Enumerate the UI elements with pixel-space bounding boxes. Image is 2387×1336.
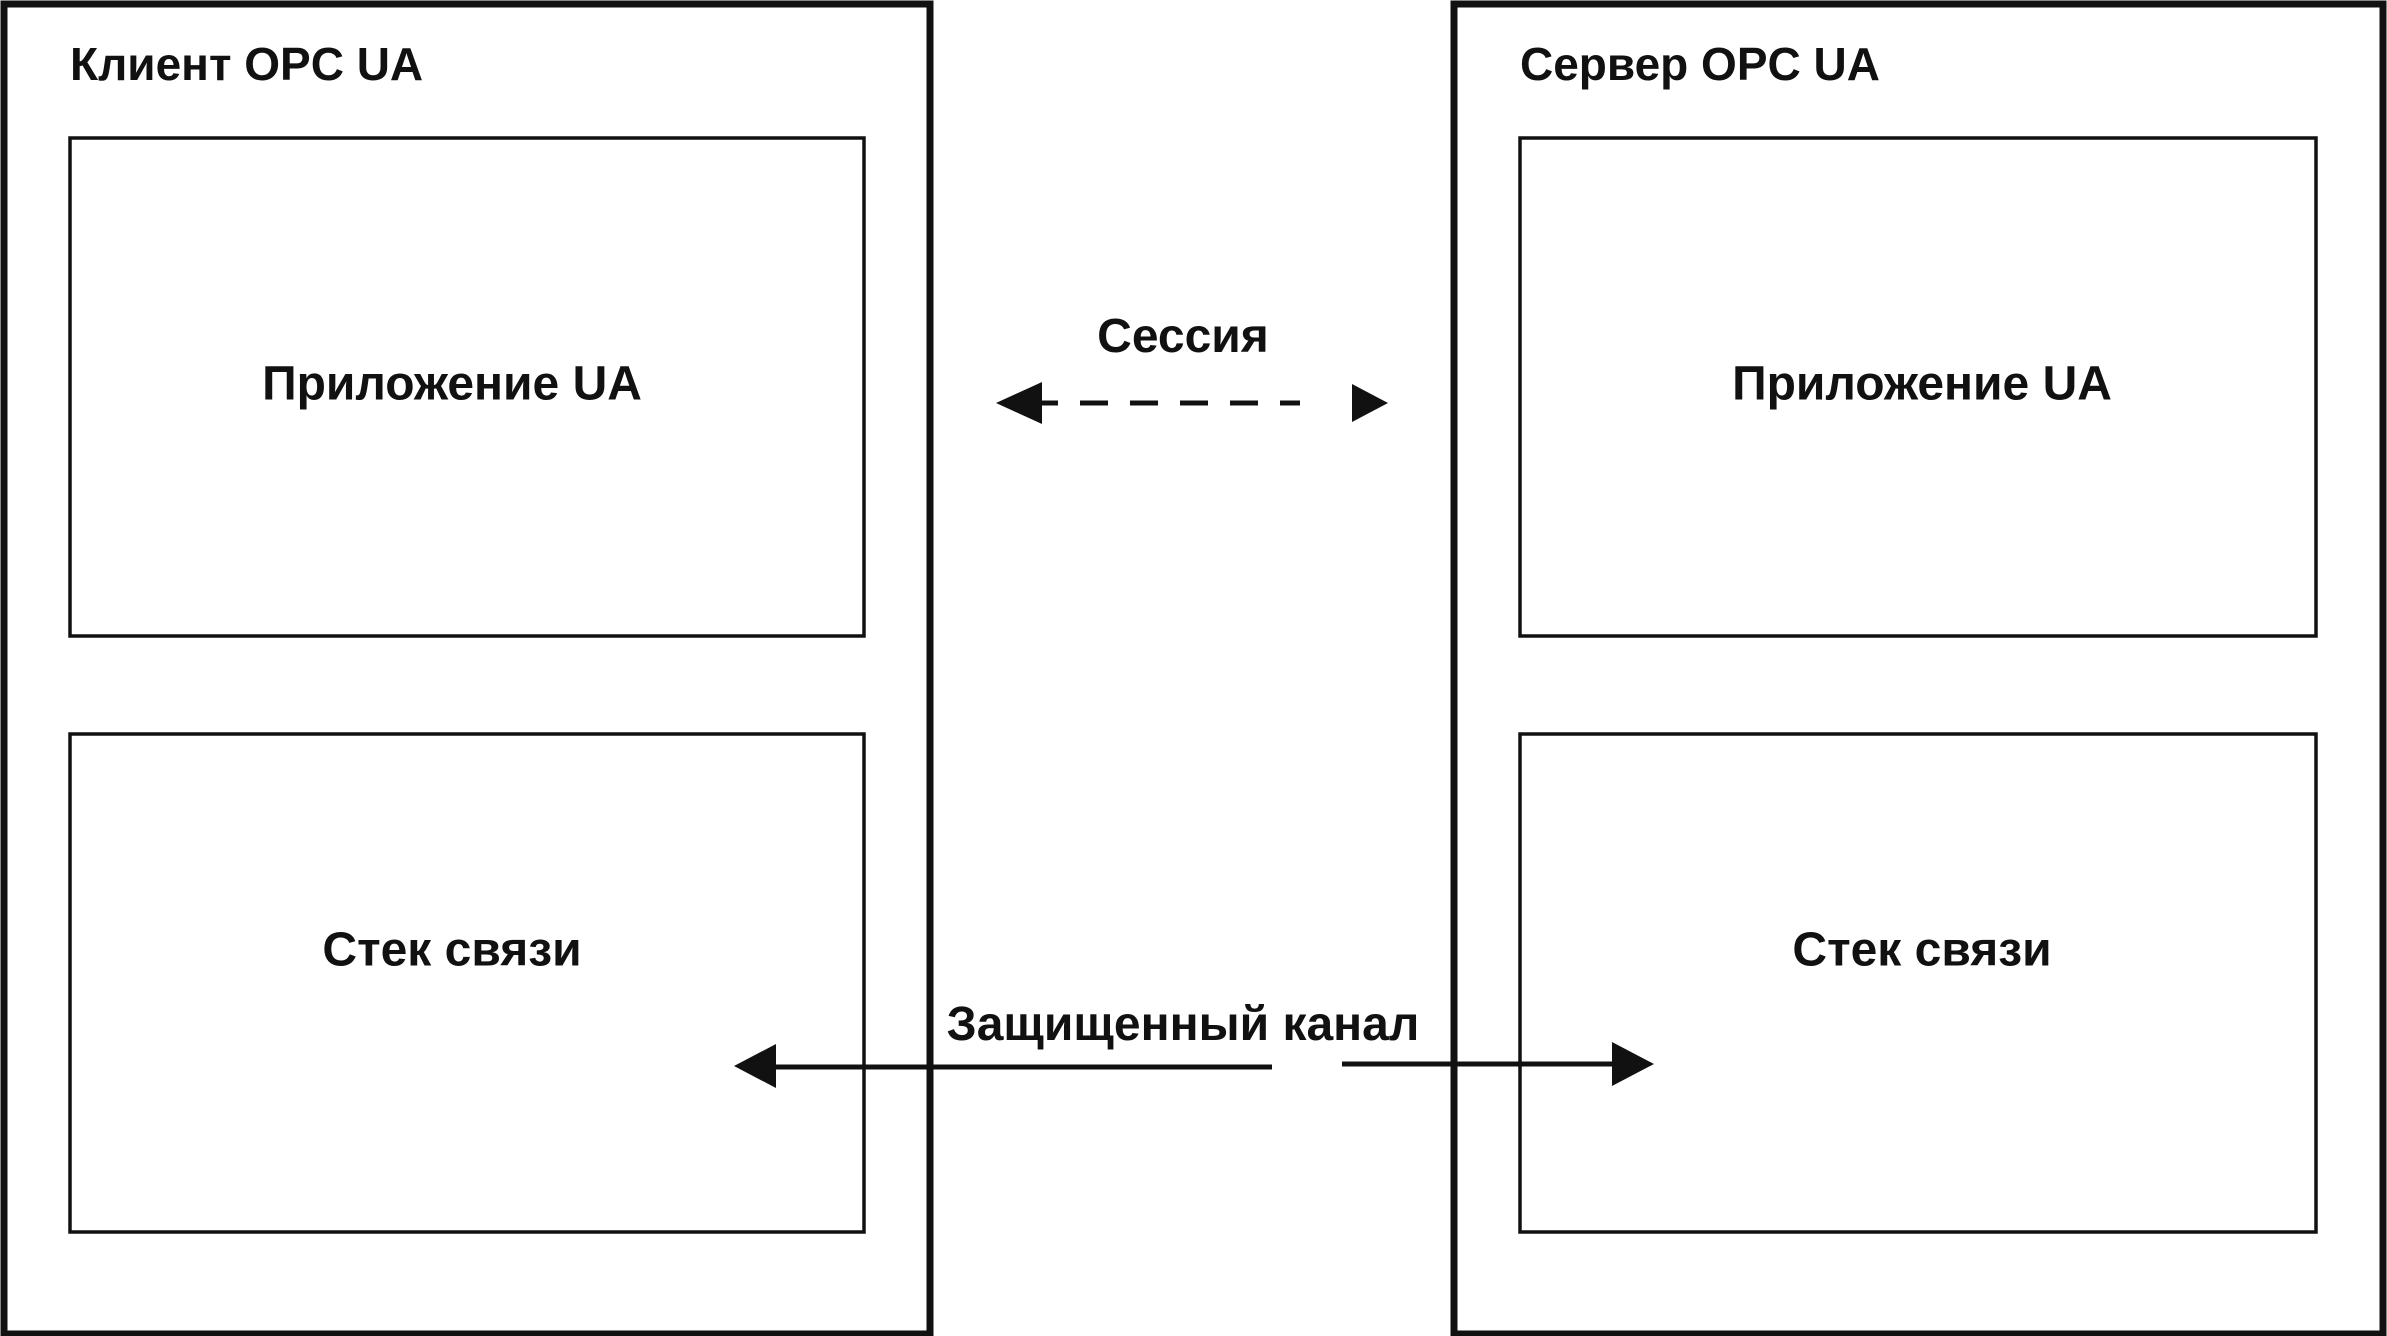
secure-channel-arrow-right-icon xyxy=(1612,1042,1654,1086)
server-title: Сервер OPC UA xyxy=(1520,38,1880,90)
session-arrow-left-icon xyxy=(996,382,1042,424)
session-connection: Сессия xyxy=(996,310,1388,424)
client-node: Клиент OPC UA Приложение UA Стек связи xyxy=(0,0,934,1336)
secure-channel-connection: Защищенный канал xyxy=(734,998,1654,1088)
secure-channel-arrow-left-icon xyxy=(734,1044,776,1088)
client-title: Клиент OPC UA xyxy=(70,38,423,90)
server-stack-box xyxy=(1518,732,2318,1234)
server-application-label: Приложение UA xyxy=(1732,358,2112,411)
secure-channel-label: Защищенный канал xyxy=(947,998,1420,1051)
client-application-box xyxy=(68,136,866,638)
client-application-label: Приложение UA xyxy=(262,358,642,411)
client-stack-box xyxy=(68,732,866,1234)
server-node: Сервер OPC UA Приложение UA Стек связи xyxy=(1450,0,2387,1336)
session-arrow-right-icon xyxy=(1352,384,1388,422)
session-label: Сессия xyxy=(1097,310,1269,363)
server-stack-label: Стек связи xyxy=(1792,924,2051,977)
server-application-box xyxy=(1518,136,2318,638)
client-stack-label: Стек связи xyxy=(322,924,581,977)
